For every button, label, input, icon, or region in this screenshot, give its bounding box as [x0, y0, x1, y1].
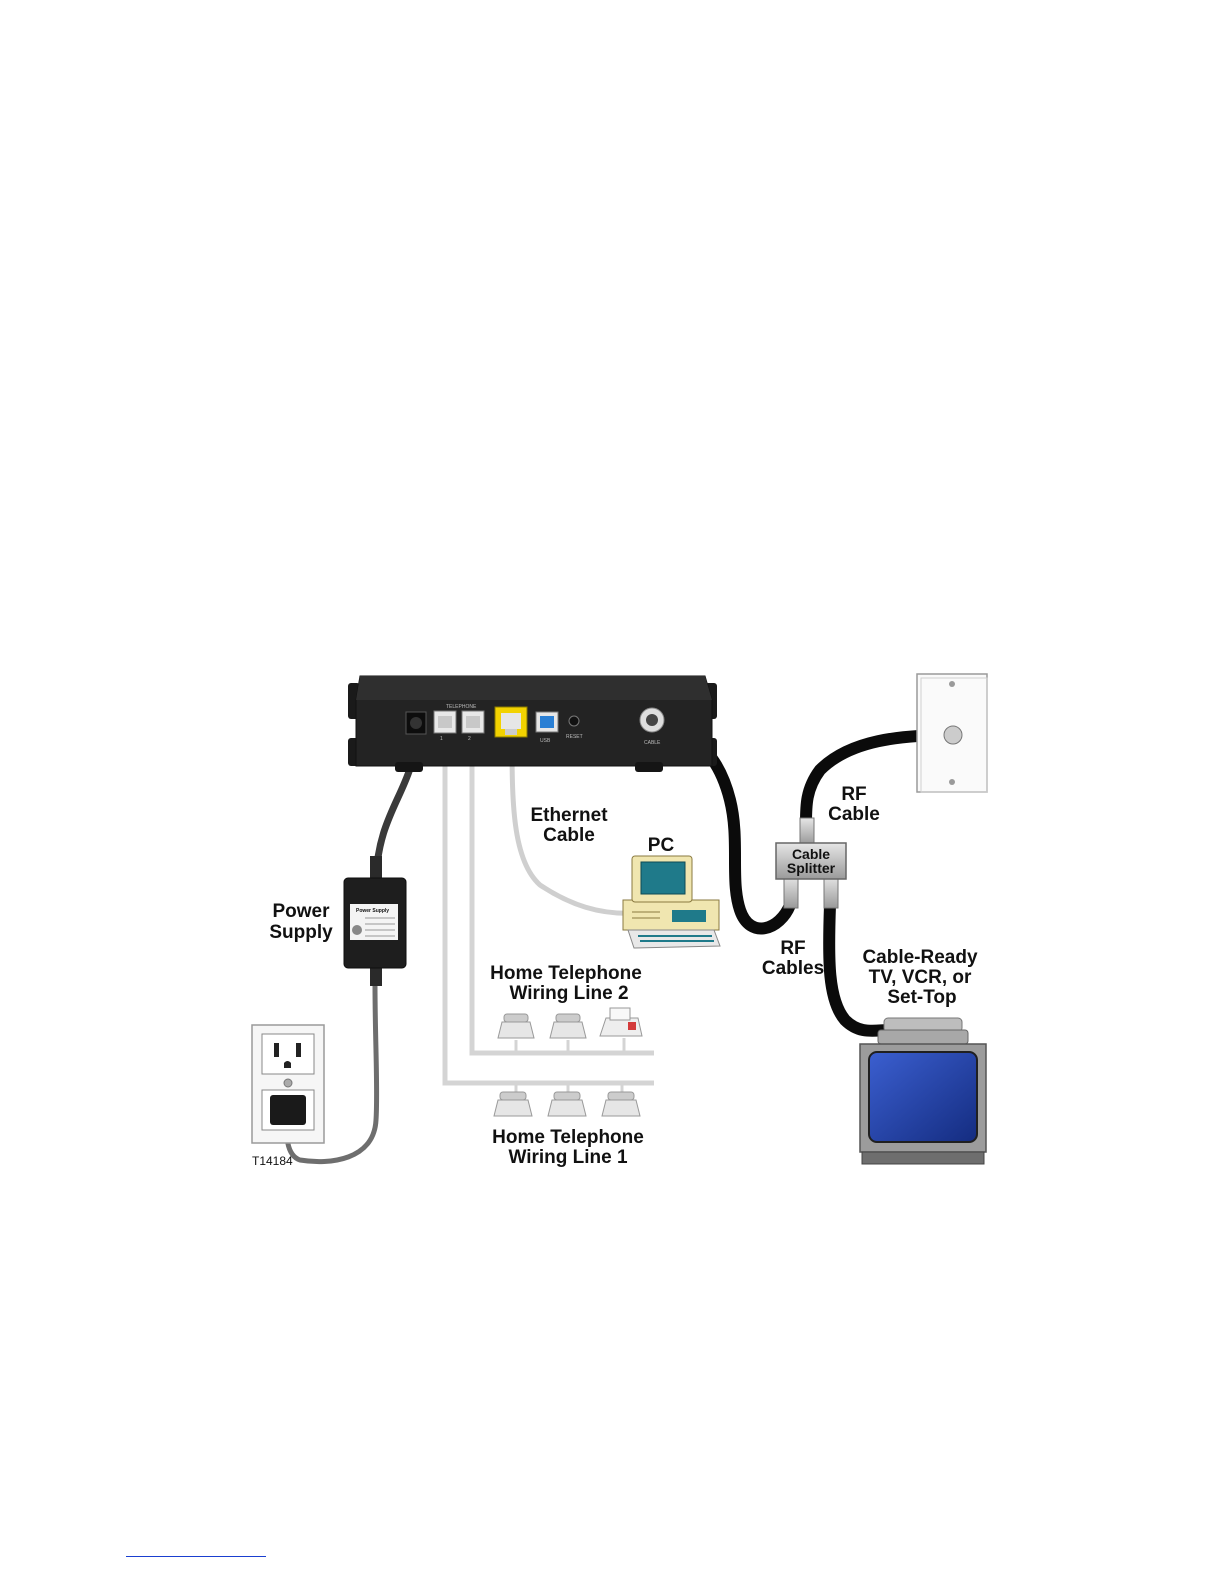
power-supply: Power Supply	[344, 856, 406, 986]
rf-cables-label-line1: RF	[780, 938, 805, 959]
power-supply-plate-label: Power Supply	[356, 908, 389, 914]
figure-id: T14184	[252, 1154, 293, 1168]
power-supply-label-line2: Supply	[269, 922, 333, 943]
telephone-icon	[548, 1092, 586, 1116]
telephone-line1-label-line1: Home Telephone	[492, 1127, 644, 1148]
fax-machine-icon	[600, 1008, 642, 1036]
cable-splitter-label-line2: Splitter	[787, 860, 836, 876]
telephone-line2-label-line2: Wiring Line 2	[509, 983, 628, 1004]
cable-ready-label-line3: Set-Top	[887, 987, 956, 1008]
rf-cables-label-line2: Cables	[762, 958, 824, 979]
cable-splitter: Cable Splitter	[776, 818, 846, 908]
wall-coax-outlet	[917, 674, 987, 792]
svg-text:TELEPHONE: TELEPHONE	[446, 704, 477, 710]
telephone-line1-label-line2: Wiring Line 1	[508, 1147, 628, 1168]
power-port	[406, 712, 426, 734]
telephone-icon	[498, 1014, 534, 1038]
svg-text:USB: USB	[540, 738, 551, 744]
television-set-top	[860, 1018, 986, 1164]
power-supply-label-line1: Power	[272, 901, 330, 922]
cable-ready-label-line2: TV, VCR, or	[869, 967, 972, 988]
svg-text:CABLE: CABLE	[644, 740, 661, 746]
telephone-icon	[550, 1014, 586, 1038]
svg-text:2: 2	[468, 736, 471, 742]
telephone-icon	[602, 1092, 640, 1116]
cable-coax-port: CABLE	[640, 708, 664, 746]
rf-cable-label-line2: Cable	[828, 804, 880, 825]
telephones-line2	[498, 1008, 642, 1038]
telephone-icon	[494, 1092, 532, 1116]
telephones-line1	[494, 1083, 640, 1116]
rf-cable-label-line1: RF	[841, 784, 866, 805]
footer-rule	[126, 1556, 266, 1557]
svg-text:RESET: RESET	[566, 734, 583, 740]
telephone-line2-label-line1: Home Telephone	[490, 963, 642, 984]
ethernet-cable-label-line1: Ethernet	[530, 805, 608, 826]
pc-label: PC	[648, 835, 675, 856]
ethernet-cable-label-line2: Cable	[543, 825, 595, 846]
pc-computer	[623, 856, 720, 948]
cable-ready-label-line1: Cable-Ready	[862, 947, 978, 968]
electrical-wall-outlet	[252, 1025, 324, 1143]
ethernet-port	[495, 707, 527, 737]
cable-modem: TELEPHONE 1 2 USB RESET CABLE	[348, 676, 717, 772]
svg-text:1: 1	[440, 736, 443, 742]
